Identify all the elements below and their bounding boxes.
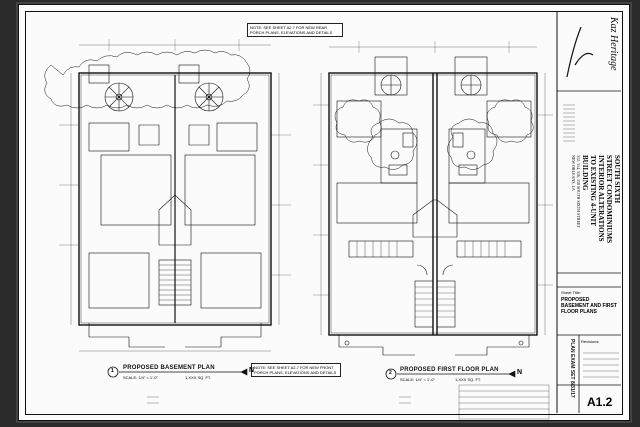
rear-porch-note: NOTE: SEE SHEET A2.7 FOR NEW REAR PORCH … — [247, 23, 343, 37]
title-block — [556, 11, 621, 413]
firm-logo: Kaz Heritage — [608, 17, 619, 71]
front-porch-note: NOTE: SEE SHEET A2.7 FOR NEW FRONT PORCH… — [251, 363, 341, 377]
plan-exam-stamp: PLAN EXAM SET 8/31/17 — [569, 339, 575, 398]
basement-plan-area: 1,XXX SQ. FT. — [185, 375, 212, 380]
project-title-line: SOUTH SIXTH — [613, 155, 621, 204]
drawing-sheet: NOTE: SEE SHEET A2.7 FOR NEW REAR PORCH … — [18, 4, 630, 421]
first-floor-north-arrow: N — [517, 369, 523, 376]
project-title-line: BUILDING — [581, 155, 589, 191]
project-title: SOUTH SIXTH STREET CONDOMINIUMS INTERIOR… — [571, 155, 621, 265]
project-title-line: STREET CONDOMINIUMS — [605, 155, 613, 243]
sheet-title-label: Sheet Title: — [561, 290, 582, 295]
first-floor-plan-number: 2 — [389, 370, 392, 376]
basement-plan-title: PROPOSED BASEMENT PLAN — [123, 365, 215, 371]
first-floor-plan-area: 1,XXX SQ. FT. — [455, 377, 482, 382]
sheet-border — [25, 11, 623, 415]
project-title-line: TO EXISTING 4-UNIT — [589, 155, 597, 227]
basement-north-arrow: N — [249, 367, 255, 374]
basement-plan-number: 1 — [111, 368, 114, 374]
first-floor-plan — [313, 41, 553, 356]
project-address: 312, 314, 316, 318 SOUTH SIXTH STREET — [576, 155, 581, 228]
basement-plan — [44, 39, 291, 352]
sheet-title: PROPOSED BASEMENT AND FIRST FLOOR PLANS — [561, 297, 617, 315]
sheet-number: A1.2 — [587, 395, 613, 409]
revisions-label: Revisions: — [581, 339, 600, 344]
project-title-line: INTERIOR ALTERATIONS — [597, 155, 605, 242]
floor-plan-drawing — [44, 11, 621, 420]
first-floor-plan-scale: SCALE: 1/4" = 1'-0" — [400, 377, 435, 382]
basement-plan-scale: SCALE: 1/4" = 1'-0" — [123, 375, 158, 380]
first-floor-plan-title: PROPOSED FIRST FLOOR PLAN — [400, 367, 499, 373]
